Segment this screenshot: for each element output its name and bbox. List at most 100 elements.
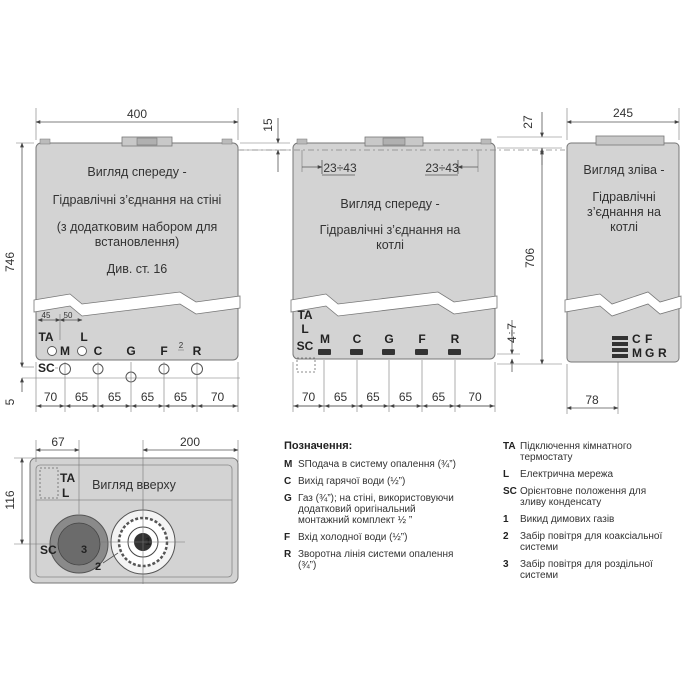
side-label-r: R: [658, 346, 667, 360]
wall-spacing-label: 65: [141, 390, 155, 404]
right-legend-text: Забір повітря для коаксіальної: [520, 530, 662, 542]
boiler-spacing-label: 65: [432, 390, 446, 404]
left-legend-key: M: [284, 459, 292, 470]
legend-title: Позначення:: [284, 440, 352, 452]
side-label-g: G: [645, 346, 654, 360]
dim-15-group: 15: [240, 118, 290, 172]
top-ta-l-box: [39, 467, 59, 499]
label-r: R: [193, 344, 202, 358]
dim-27: 27: [521, 115, 535, 129]
dim-5: 5: [3, 398, 17, 405]
dim-746: 746: [3, 252, 17, 272]
wall-spacing-label: 65: [108, 390, 122, 404]
boiler-label-g: G: [384, 332, 393, 346]
boiler-label-ta: TA: [297, 308, 312, 322]
left-legend-key: G: [284, 493, 292, 504]
left-legend-text: SПодача в систему опалення (¾”): [298, 459, 456, 470]
front-boiler-subtitle-1: Гідравлічні з’єднання на: [320, 223, 461, 237]
front-boiler-subtitle-2: котлі: [376, 238, 404, 252]
label-m: M: [60, 344, 70, 358]
wall-spacing-label: 65: [75, 390, 89, 404]
wall-spacing-label: 70: [211, 390, 225, 404]
top-label-l: L: [62, 486, 69, 500]
right-legend-key: 1: [503, 514, 509, 525]
right-legend-key: SC: [503, 486, 517, 497]
right-legend-key: L: [503, 469, 509, 480]
front-wall-note-1: (з додатковим набором для: [57, 220, 218, 234]
left-legend-text: Газ (¾”); на стіні, використовуючи: [298, 493, 454, 504]
boiler-spacing-label: 70: [302, 390, 316, 404]
dim-27-group: 27: [497, 112, 562, 165]
front-wall-note-2: встановлення): [95, 235, 179, 249]
dim-400-group: 400: [35, 107, 239, 140]
right-legend-text: Орієнтовне положення для: [520, 486, 646, 497]
top-label-ta: TA: [60, 471, 75, 485]
top-label-2: 2: [95, 561, 101, 573]
dim-2: 2: [179, 341, 184, 350]
left-legend-text: (¾”): [298, 560, 316, 571]
wall-spacing-label: 65: [174, 390, 188, 404]
boiler-spacing-label: 70: [468, 390, 482, 404]
left-legend-text: додатковий оригінальний: [298, 504, 416, 515]
boiler-spacing-label: 65: [366, 390, 380, 404]
label-f: F: [160, 344, 167, 358]
dim-15: 15: [261, 118, 275, 132]
boiler-spacing-label: 65: [399, 390, 413, 404]
side-label-c: C: [632, 332, 641, 346]
label-l: L: [80, 330, 87, 344]
boiler-label-r: R: [451, 332, 460, 346]
dim-706-group: 706: [497, 149, 562, 365]
front-boiler-title: Вигляд спереду -: [340, 197, 439, 211]
label-g: G: [126, 344, 135, 358]
dim-45: 45: [42, 311, 51, 320]
dim-116: 116: [3, 490, 17, 509]
right-legend-text: Електрична мережа: [520, 469, 613, 480]
dim-4-7: 4÷7: [505, 323, 519, 343]
side-subtitle-3: котлі: [610, 220, 638, 234]
dim-50: 50: [64, 311, 73, 320]
dim-746-group: 746 5: [3, 142, 34, 405]
side-subtitle-1: Гідравлічні: [592, 190, 655, 204]
ta-connector: [47, 346, 57, 356]
dim-23-43-left: 23÷43: [323, 161, 357, 175]
top-view: TA L Вигляд вверху 3 1 2 SC 67 200 116: [3, 435, 239, 584]
right-legend-key: TA: [503, 441, 516, 452]
dim-706: 706: [523, 248, 537, 268]
top-label-sc: SC: [40, 543, 57, 557]
front-wall-page-ref: Див. ст. 16: [107, 262, 168, 276]
left-legend-key: R: [284, 549, 292, 560]
right-legend-text: системи: [520, 570, 558, 581]
front-view-wall: Вигляд спереду - Гідравлічні з’єднання н…: [22, 136, 241, 412]
right-legend-text: Підключення кімнатного: [520, 441, 632, 452]
left-legend-text: монтажний комплект ½ ”: [298, 515, 412, 526]
right-legend-text: Викид димових газів: [520, 514, 614, 525]
boiler-label-m: M: [320, 332, 330, 346]
legend: Позначення: M SПодача в систему опалення …: [284, 440, 662, 581]
right-legend-key: 2: [503, 531, 509, 542]
front-view-boiler: Вигляд спереду - Гідравлічні з’єднання н…: [290, 136, 520, 412]
side-subtitle-2: з’єднання на: [587, 205, 661, 219]
dim-23-43-right: 23÷43: [425, 161, 459, 175]
side-label-m: M: [632, 346, 642, 360]
top-label-3: 3: [81, 544, 87, 556]
boiler-spacing-label: 65: [334, 390, 348, 404]
side-view: Вигляд зліва - Гідравлічні з’єднання на …: [564, 106, 682, 414]
left-legend-text: Вихід гарячої води (½”): [298, 476, 405, 487]
spacing-dims-wall: 70 65 65 65 65 70: [36, 390, 238, 408]
boiler-label-sc: SC: [297, 339, 314, 353]
right-legend-text: Забір повітря для роздільної: [520, 558, 653, 570]
front-wall-subtitle: Гідравлічні з’єднання на стіні: [53, 193, 222, 207]
dim-67: 67: [51, 435, 65, 449]
left-legend-text: Зворотна лінія системи опалення: [298, 549, 453, 560]
dim-245: 245: [613, 106, 633, 120]
wall-spacing-label: 70: [44, 390, 58, 404]
left-legend-key: F: [284, 532, 290, 543]
right-legend-text: зливу конденсату: [520, 497, 601, 508]
dim-78: 78: [585, 393, 599, 407]
right-legend-key: 3: [503, 559, 509, 570]
dim-400: 400: [127, 107, 147, 121]
side-title: Вигляд зліва -: [583, 163, 664, 177]
boiler-label-f: F: [418, 332, 425, 346]
dim-200: 200: [180, 435, 200, 449]
